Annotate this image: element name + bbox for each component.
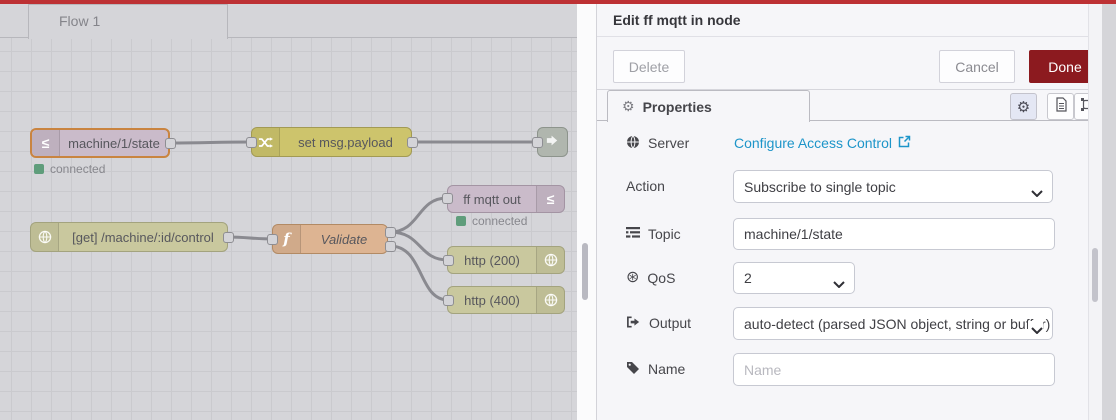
port-in-debug[interactable]: [532, 137, 543, 148]
node-mqtt-in[interactable]: ≤ machine/1/state: [30, 128, 170, 158]
node-http-response-200[interactable]: http (200): [447, 246, 565, 274]
node-label: Validate: [320, 231, 368, 247]
debug-icon: [545, 133, 560, 151]
action-label: Action: [626, 178, 665, 194]
canvas-scrollbar[interactable]: [577, 4, 596, 420]
tray-scrollbar-thumb[interactable]: [1092, 248, 1098, 302]
canvas-scrollbar-thumb[interactable]: [582, 243, 588, 300]
node-label: [get] /machine/:id/control: [72, 229, 214, 245]
output-label: Output: [626, 307, 691, 339]
sign-out-icon: [626, 315, 641, 332]
port-in-mqtt-out[interactable]: [442, 193, 453, 204]
description-view-button[interactable]: [1047, 93, 1074, 120]
node-http-response-400[interactable]: http (400): [447, 286, 565, 314]
gear-icon: ⚙: [1016, 98, 1031, 116]
node-label: machine/1/state: [68, 135, 160, 151]
node-label: http (200): [464, 252, 520, 268]
chevron-down-icon: [1031, 184, 1043, 200]
cancel-button[interactable]: Cancel: [939, 50, 1015, 83]
tasks-icon: [626, 226, 640, 242]
port-out-mqtt-in[interactable]: [165, 138, 176, 149]
tray-title: Edit ff mqtt in node: [597, 4, 1102, 37]
output-select[interactable]: auto-detect (parsed JSON object, string …: [733, 307, 1053, 340]
mqtt-bridge-icon: ≤: [536, 186, 564, 212]
port-in-function[interactable]: [267, 234, 278, 245]
action-select[interactable]: Subscribe to single topic: [733, 170, 1053, 203]
wire-mqttin-change[interactable]: [168, 140, 253, 145]
node-function-validate[interactable]: f Validate: [272, 224, 388, 254]
node-label: ff mqtt out: [463, 191, 521, 207]
tray-tab-row: ⚙ Properties ⚙: [597, 90, 1102, 122]
flow-tab-label: Flow 1: [59, 13, 101, 29]
status-text: connected: [50, 162, 106, 176]
gear-icon: ⚙: [622, 98, 635, 114]
node-status-mqtt-in: connected: [34, 162, 105, 176]
tray-toolbar: Delete Cancel Done: [597, 37, 1102, 90]
name-label: Name: [626, 353, 685, 385]
node-label: set msg.payload: [298, 134, 393, 150]
mqtt-bridge-icon: ≤: [32, 130, 60, 156]
port-in-http200[interactable]: [443, 255, 454, 266]
qos-select[interactable]: 2: [733, 262, 855, 294]
delete-button[interactable]: Delete: [613, 50, 685, 83]
port-in-http400[interactable]: [443, 295, 454, 306]
port-out-http-in[interactable]: [223, 232, 234, 243]
external-link-icon: [898, 135, 911, 151]
port-out-change[interactable]: [407, 137, 418, 148]
globe-icon: [31, 223, 59, 251]
top-accent-bar: [0, 0, 1116, 4]
status-dot-icon: [456, 216, 466, 226]
qos-icon: ⊛: [626, 269, 640, 286]
tray-scrollbar[interactable]: [1088, 4, 1102, 420]
server-label: Server: [626, 127, 689, 159]
tag-icon: [626, 361, 640, 378]
wire-function-mqttout[interactable]: [388, 196, 449, 234]
qos-label: ⊛ QoS: [626, 269, 676, 287]
chevron-down-icon: [1028, 320, 1043, 337]
node-change[interactable]: set msg.payload: [251, 127, 412, 157]
name-input[interactable]: [733, 353, 1055, 386]
wire-httpin-function[interactable]: [226, 235, 274, 241]
configure-access-control-link[interactable]: Configure Access Control: [734, 127, 911, 159]
tab-flow-1[interactable]: Flow 1: [28, 4, 228, 39]
node-http-in[interactable]: [get] /machine/:id/control: [30, 222, 228, 252]
tab-properties-label: Properties: [642, 98, 712, 115]
wire-layer: [168, 140, 539, 302]
node-mqtt-out[interactable]: ff mqtt out ≤: [447, 185, 565, 213]
flow-canvas[interactable]: Flow 1 ≤ machine/1/state connected set m…: [0, 4, 577, 420]
topic-label: Topic: [626, 218, 681, 250]
port-out2-function[interactable]: [385, 241, 396, 252]
status-text: connected: [472, 214, 528, 228]
document-icon: [1054, 96, 1068, 117]
chevron-down-icon: [833, 275, 845, 291]
globe-icon: [536, 247, 564, 273]
port-in-change[interactable]: [246, 137, 257, 148]
port-out1-function[interactable]: [385, 227, 396, 238]
status-dot-icon: [34, 164, 44, 174]
node-status-mqtt-out: connected: [456, 214, 527, 228]
wire-function-http200[interactable]: [388, 230, 450, 262]
topic-input[interactable]: [733, 218, 1055, 250]
wire-function-http400[interactable]: [388, 244, 450, 302]
properties-view-button[interactable]: ⚙: [1010, 93, 1037, 120]
node-label: http (400): [464, 292, 520, 308]
globe-icon: [536, 287, 564, 313]
edit-node-tray: Edit ff mqtt in node Delete Cancel Done …: [596, 4, 1102, 420]
globe-icon: [626, 135, 640, 152]
tab-properties[interactable]: ⚙ Properties: [607, 90, 810, 122]
